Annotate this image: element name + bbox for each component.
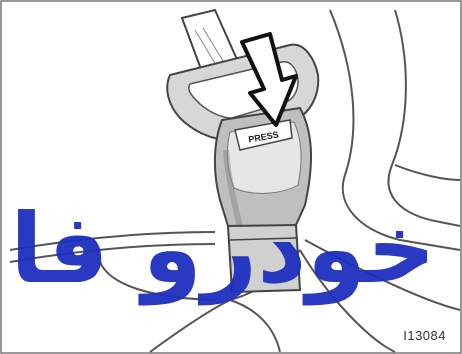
figure-id-label: I13084	[403, 328, 446, 343]
watermark-text: ایران خودرو فا	[10, 193, 462, 306]
